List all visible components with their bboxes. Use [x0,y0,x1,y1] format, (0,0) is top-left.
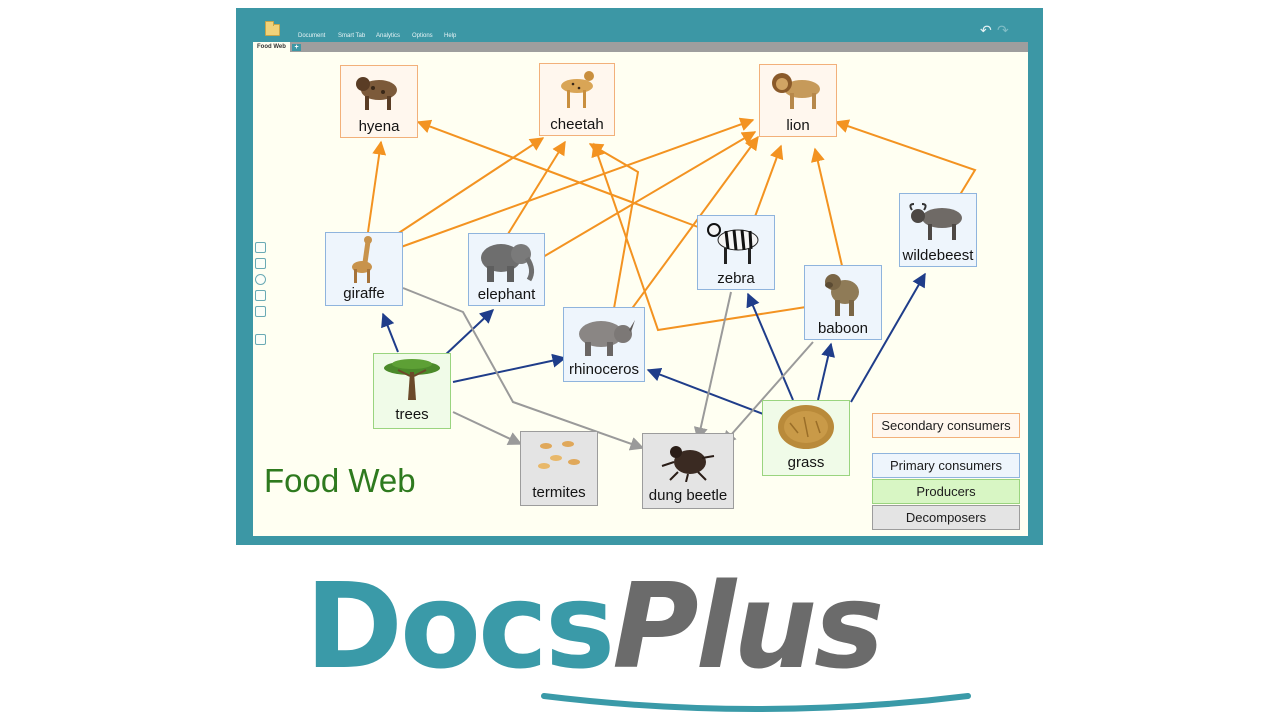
node-grass[interactable]: grass [762,400,850,476]
food-web-edges [367,117,977,451]
edge-baboon-dungbeetle [722,341,814,446]
edge-zebra-lion [752,144,784,223]
diagram-title: Food Web [264,462,416,499]
brand-plus: Plus [612,557,884,695]
edge-trees-termites [452,411,523,445]
node-termites[interactable]: termites [520,431,598,506]
node-hyena[interactable]: hyena [340,65,418,138]
node-label: giraffe [343,285,385,302]
node-baboon[interactable]: baboon [804,265,882,340]
edge-trees-elephant [442,309,495,358]
legend-secondary-consumers: Secondary consumers [872,413,1020,438]
edge-trees-rhino [452,353,567,383]
edge-wildebeest-lion [834,119,977,199]
node-label: lion [786,117,810,134]
tab-strip: Food Web + [253,42,1028,52]
legend-decomposers: Decomposers [872,505,1020,530]
edge-elephant-cheetah [507,140,566,235]
node-label: cheetah [550,116,604,133]
brand-docs: Docs [305,557,615,695]
node-giraffe[interactable]: giraffe [325,232,403,306]
edge-zebra-hyena [416,119,699,228]
menu-smart-tab[interactable]: Smart Tab [338,33,366,39]
menu-options[interactable]: Options [412,33,433,39]
node-zebra[interactable]: zebra [697,215,775,290]
node-label: elephant [477,286,536,303]
rectangle-tool-icon[interactable] [255,242,266,253]
edge-giraffe-hyena [367,140,387,233]
legend-producers: Producers [872,479,1020,504]
node-wildebeest[interactable]: wildebeest [899,193,977,267]
node-trees[interactable]: trees [373,353,451,429]
edge-rhino-cheetah [588,143,640,315]
text-tool-icon[interactable] [255,290,266,301]
node-label: zebra [717,270,755,287]
edge-zebra-dungbeetle [693,291,732,442]
edge-grass-baboon [817,342,835,401]
menu-bar: Document Smart Tab Analytics Options Hel… [236,8,1043,42]
shape-tool-icon[interactable] [255,274,266,285]
image-tool-icon[interactable] [255,258,266,269]
edge-giraffe-cheetah [384,137,545,243]
hyena-image [356,77,397,110]
redo-icon[interactable]: ↷ [997,23,1009,39]
zebra-image [707,223,759,264]
node-cheetah[interactable]: cheetah [539,63,615,136]
node-label: dung beetle [648,487,728,504]
edge-rhino-lion [627,135,759,315]
brand-swoosh [541,693,971,712]
tab-food-web[interactable]: Food Web [253,42,290,52]
node-dung-beetle[interactable]: dung beetle [642,433,734,509]
node-label: rhinoceros [568,361,640,378]
edge-grass-zebra [746,292,794,401]
undo-icon[interactable]: ↶ [980,23,992,39]
node-label: baboon [817,320,869,337]
add-tab-button[interactable]: + [292,44,301,51]
edge-grass-wildebeest [850,272,926,403]
brand-logo: DocsPlus [305,556,985,696]
edge-trees-giraffe [381,312,399,353]
app-window: Document Smart Tab Analytics Options Hel… [236,8,1043,545]
share-icon[interactable] [255,334,266,345]
giraffe-image [352,236,372,283]
node-label: termites [532,484,586,501]
edge-giraffe-dungbeetle [402,287,645,451]
node-label: hyena [358,118,400,135]
edge-elephant-lion [542,131,757,258]
folder-icon[interactable] [265,21,280,36]
node-lion[interactable]: lion [759,64,837,137]
baboon-image [825,274,859,316]
menu-help[interactable]: Help [444,33,457,39]
node-label: trees [395,406,429,423]
edge-giraffe-lion [400,117,755,248]
node-label: grass [787,454,825,471]
delete-icon[interactable] [255,306,266,317]
rhinoceros-image [579,320,635,356]
termites-image [538,441,580,469]
node-label: wildebeest [902,247,974,264]
node-elephant[interactable]: elephant [468,233,545,306]
cheetah-image [561,71,594,108]
edge-grass-rhino [646,367,764,415]
grass-image [778,405,834,449]
wildebeest-image [909,203,962,240]
elephant-image [480,244,534,282]
menu-document[interactable]: Document [298,33,326,39]
menu-analytics[interactable]: Analytics [376,33,401,39]
edge-baboon-lion [811,147,844,271]
tree-image [384,359,440,400]
dung-beetle-image [661,446,715,482]
legend-primary-consumers: Primary consumers [872,453,1020,478]
diagram-canvas[interactable]: hyena cheetah lion [253,52,1028,536]
lion-image [772,73,820,109]
node-rhinoceros[interactable]: rhinoceros [563,307,645,382]
